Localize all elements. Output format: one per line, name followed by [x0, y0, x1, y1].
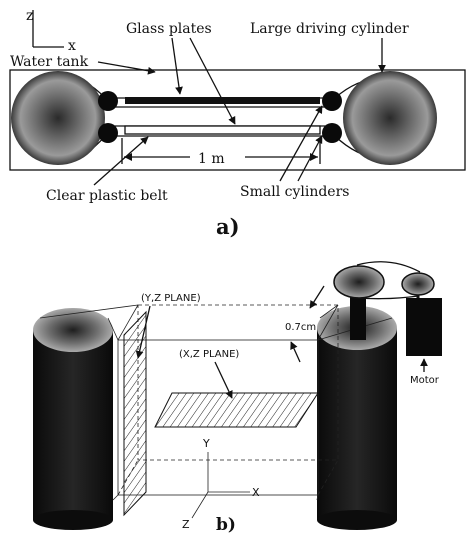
xz-plane-label: (X,Z PLANE): [179, 349, 239, 360]
glass-plates-label: Glass plates: [126, 21, 212, 37]
axis-z-label-b: Z: [182, 518, 190, 531]
large-driving-cylinder-label: Large driving cylinder: [250, 21, 409, 37]
large-cylinder-left: [11, 71, 105, 165]
gap-label: 0.7cm: [285, 322, 316, 333]
distance-dimension: 1 m: [121, 138, 321, 167]
distance-label: 1 m: [198, 151, 225, 167]
axis-glyph-b: Y X Z: [182, 437, 260, 531]
xz-plane: [154, 392, 319, 428]
axis-y-label: Y: [202, 437, 210, 450]
glass-plate-bottom: [124, 125, 321, 135]
big-cylinder-left: [33, 308, 113, 530]
big-cylinder-right: [317, 306, 397, 530]
panel-b: (Y,Z PLANE) (X,Z PLANE) 0.7cm Motor Y X …: [33, 261, 442, 535]
panel-a-caption: a): [216, 214, 240, 239]
motor-block: [406, 298, 442, 356]
panel-b-caption: b): [216, 515, 236, 535]
small-cylinders-label: Small cylinders: [240, 184, 349, 200]
pulley-drive: [333, 261, 442, 356]
clear-plastic-belt-label: Clear plastic belt: [46, 188, 168, 204]
yz-plane-label: (Y,Z PLANE): [141, 293, 201, 304]
water-tank-outline: [9, 69, 466, 171]
water-tank-label: Water tank: [10, 54, 89, 70]
large-cylinder-right: [343, 71, 437, 165]
yz-plane: [123, 310, 147, 517]
axis-z-label: z: [26, 8, 33, 24]
motor-label: Motor: [410, 375, 440, 386]
axis-glyph-a: z x: [26, 8, 76, 54]
axis-x-label-b: X: [252, 486, 260, 499]
panel-a: z x: [9, 8, 466, 239]
small-cylinders: [98, 91, 342, 143]
axis-x-label: x: [68, 38, 76, 54]
